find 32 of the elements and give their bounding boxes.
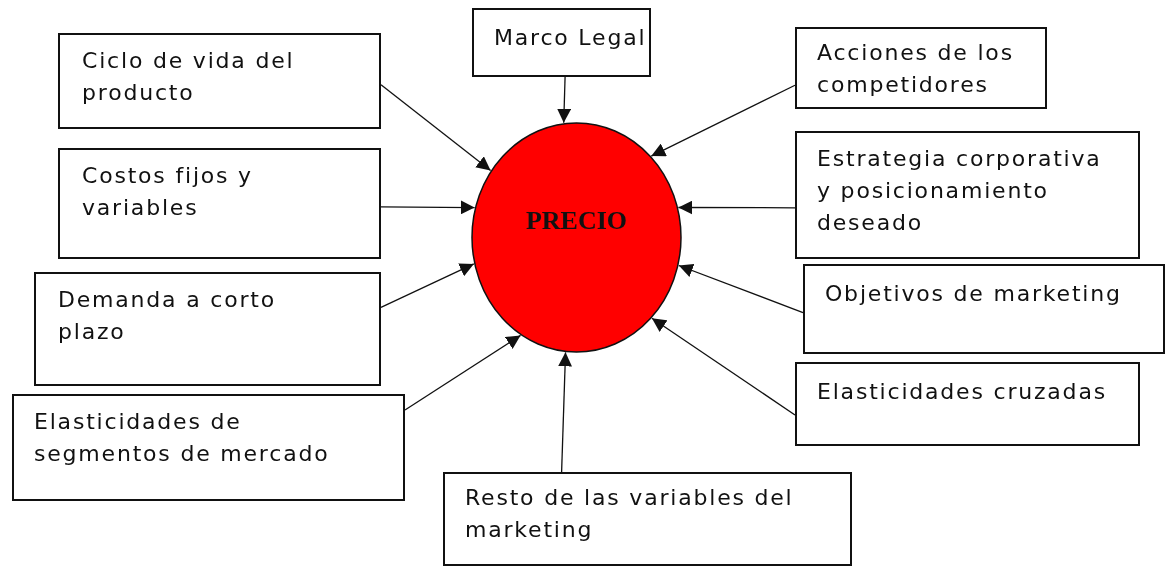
ellipse-node xyxy=(471,122,682,353)
arrow xyxy=(558,351,573,473)
text-box xyxy=(803,264,1165,354)
text-box xyxy=(58,33,381,129)
box-label: Marco Legal xyxy=(494,24,648,52)
arrow xyxy=(557,76,572,124)
arrow xyxy=(404,334,522,411)
text-box xyxy=(12,394,405,501)
box-label: Resto de las variables del marketing xyxy=(465,484,795,544)
center-label: PRECIO xyxy=(524,206,629,236)
arrow xyxy=(380,84,492,172)
text-box xyxy=(34,272,381,386)
box-label: Acciones de los competidores xyxy=(817,39,1015,99)
arrow xyxy=(650,84,796,157)
text-box xyxy=(58,148,381,259)
box-label: Costos fijos y variables xyxy=(82,162,254,222)
arrow xyxy=(677,200,796,215)
arrow xyxy=(380,200,476,215)
text-box xyxy=(443,472,852,566)
box-label: Elasticidades cruzadas xyxy=(817,378,1108,406)
box-label: Ciclo de vida del producto xyxy=(82,47,296,107)
box-label: Objetivos de marketing xyxy=(825,280,1123,308)
box-label: Demanda a corto plazo xyxy=(58,286,277,346)
text-box xyxy=(795,362,1140,446)
text-box xyxy=(795,131,1140,259)
box-label: Elasticidades de segmentos de mercado xyxy=(34,408,331,468)
arrow xyxy=(651,317,796,416)
arrow xyxy=(678,263,804,314)
arrow xyxy=(380,263,475,308)
text-box xyxy=(472,8,651,77)
box-label: Estrategia corporativa y posicionamiento deseado xyxy=(817,145,1103,237)
text-box xyxy=(795,27,1047,109)
